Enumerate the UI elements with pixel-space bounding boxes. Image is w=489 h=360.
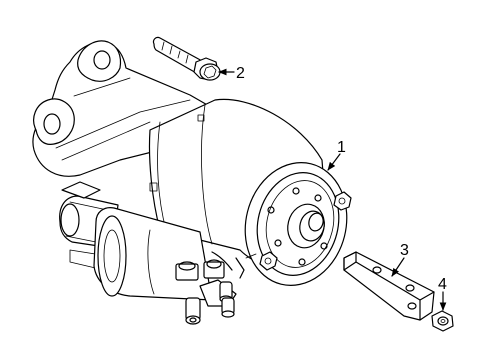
callout-labels: 1 2 3 4	[236, 65, 447, 293]
callout-3-label: 3	[400, 242, 409, 259]
callout-1-leader	[327, 153, 341, 171]
nut	[431, 310, 454, 332]
callout-1-label: 1	[337, 139, 346, 156]
bracket	[343, 251, 435, 321]
terminal-stud	[185, 297, 201, 325]
terminal-stud	[221, 297, 235, 318]
solenoid-terminal	[175, 261, 199, 281]
starter-motor	[32, 40, 352, 325]
through-bolt-head	[259, 251, 278, 271]
gear-housing	[32, 40, 231, 177]
callout-4-label: 4	[438, 276, 447, 293]
end-frame	[244, 162, 352, 286]
callout-2-label: 2	[236, 65, 245, 82]
solenoid	[93, 207, 245, 325]
mounting-bolt	[152, 36, 221, 81]
callout-leaders	[218, 68, 447, 311]
bolt-head	[193, 57, 221, 81]
solenoid-terminal	[203, 259, 225, 279]
through-bolt-head	[333, 191, 352, 211]
callout-3-leader	[391, 257, 405, 277]
